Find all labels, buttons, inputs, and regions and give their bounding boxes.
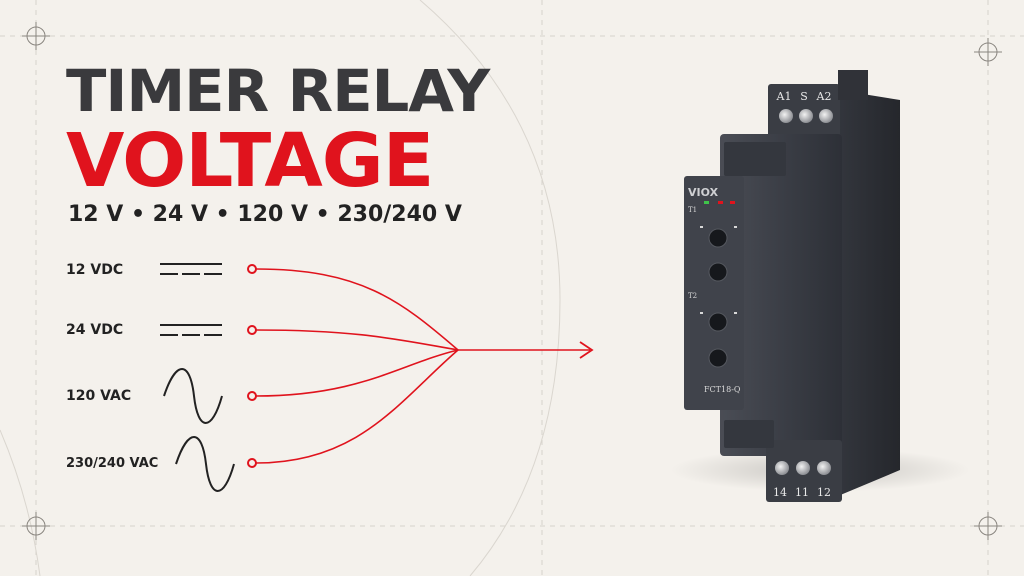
screw-icon [775,109,833,475]
crosshair-icon [974,512,1002,540]
wire-230vac [255,349,459,464]
status-led-icon [704,201,735,204]
ac-sine-icon [163,368,223,424]
terminal-label-top: A2 [816,90,832,103]
dc-icon [160,324,222,336]
crosshair-icon [974,38,1002,66]
input-label-120vac: 120 VAC [66,388,132,404]
input-label-12vdc: 12 VDC [66,262,124,278]
dial-group-label: T2 [688,292,697,300]
model-label: FCT18-Q [704,385,741,394]
terminal-label-bottom: 12 [817,486,831,499]
dial-group-label: T1 [688,206,697,214]
brand-logo: VIOX [688,186,719,199]
terminal-label-bottom: 14 [773,486,787,499]
crosshair-icon [22,512,50,540]
terminal-label-top: S [800,90,808,103]
input-label-230vac: 230/240 VAC [66,456,159,471]
terminal-label-bottom: 11 [795,486,809,499]
terminal-label-top: A1 [776,90,792,103]
wire-12vdc [255,268,459,351]
input-label-24vdc: 24 VDC [66,322,124,338]
dial-knob-icon [708,228,728,368]
title-line-2: VOLTAGE [66,118,434,204]
wire-24vdc [255,329,459,351]
dc-icon [160,263,222,275]
voltage-list: 12 V • 24 V • 120 V • 230/240 V [68,202,462,227]
title-line-1: TIMER RELAY [66,57,490,125]
arrow-head-icon [579,341,594,359]
crosshair-icon [22,22,50,50]
wire-120vac [255,349,459,397]
ac-sine-icon [175,436,235,492]
